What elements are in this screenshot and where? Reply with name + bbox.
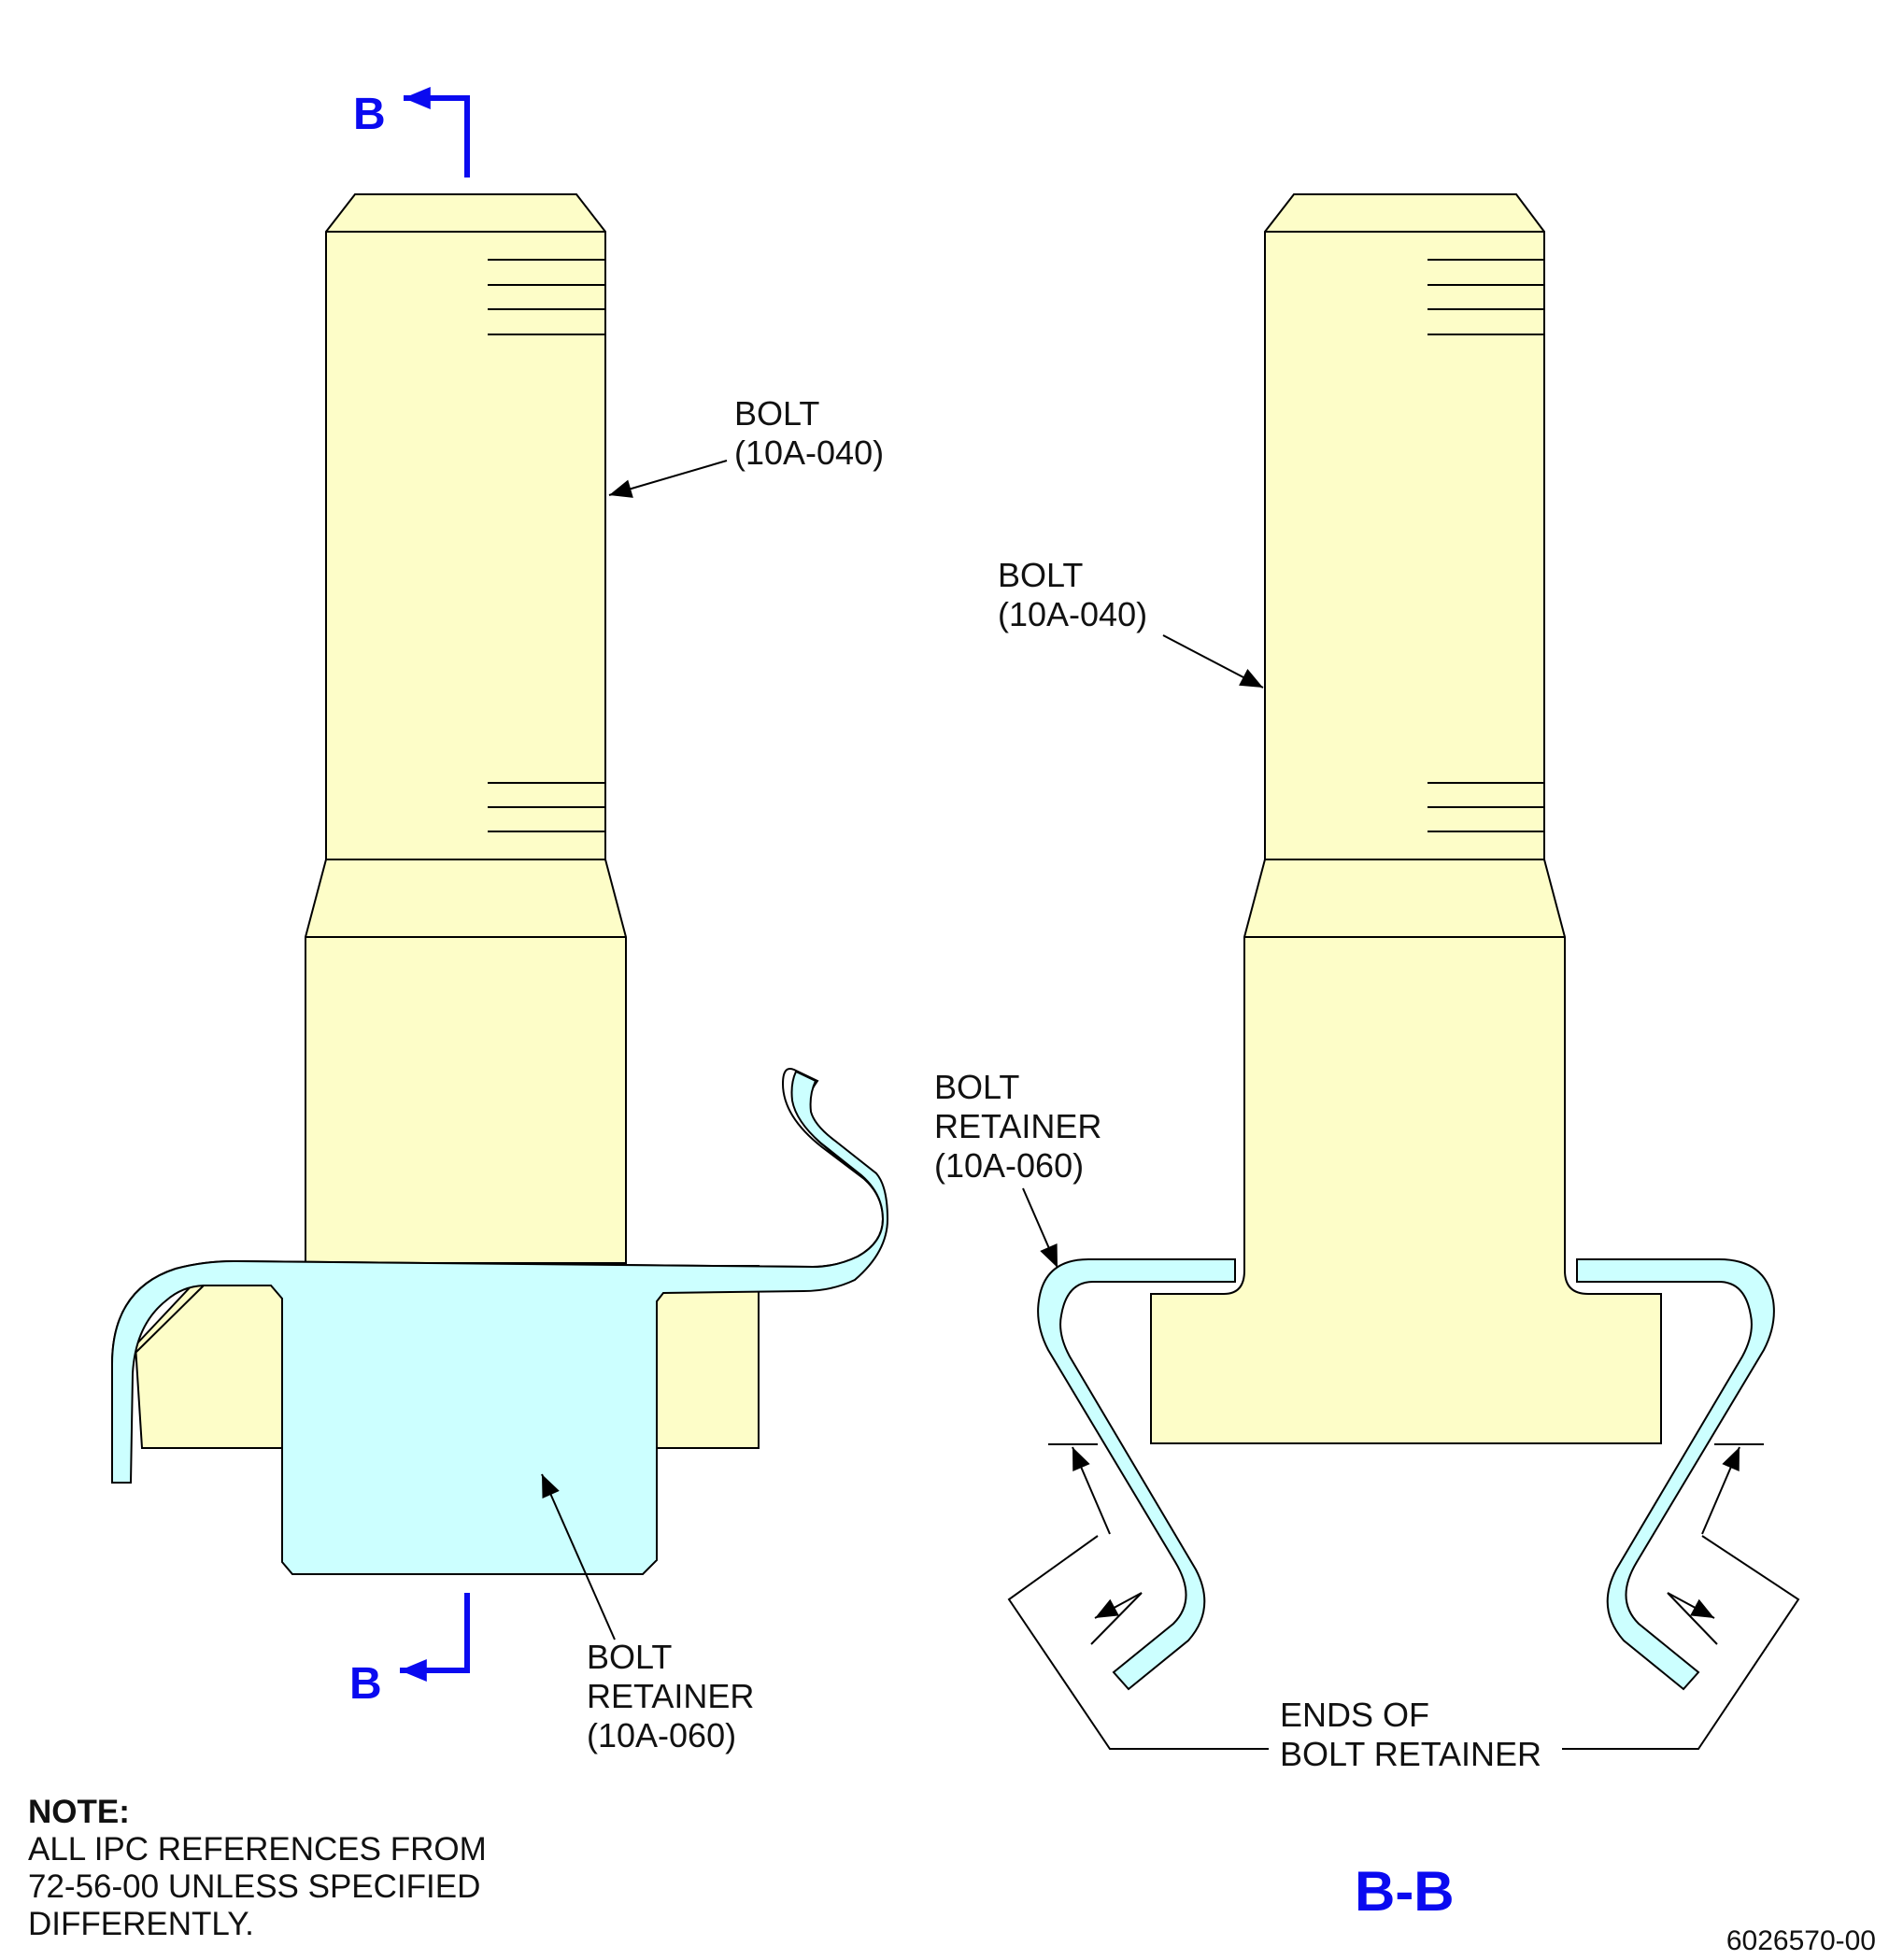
section-marker-top-label: B (353, 90, 386, 139)
left-retainer-spring (111, 1070, 889, 1575)
left-retainer-leader (541, 1473, 616, 1640)
left-retainer-label-line3: (10A-060) (587, 1716, 736, 1754)
section-retainer-label-line3: (10A-060) (934, 1146, 1084, 1185)
section-retainer-right (1576, 1258, 1775, 1691)
left-bolt (305, 193, 627, 1264)
section-title: B-B (1355, 1860, 1455, 1923)
section-marker-bottom-label: B (349, 1659, 382, 1709)
note-line-1: ALL IPC REFERENCES FROM (28, 1831, 487, 1868)
left-bolt-thread-bottom (488, 782, 605, 832)
section-dimension-lines (1007, 1443, 1800, 1750)
section-bolt-leader (1162, 634, 1264, 689)
section-retainer-leader (1022, 1187, 1058, 1269)
section-bolt-label-line1: BOLT (998, 556, 1083, 594)
section-retainer-left (1037, 1258, 1236, 1691)
section-marker-bottom: B (349, 1593, 470, 1709)
note-line-3: DIFFERENTLY. (28, 1906, 254, 1942)
note-line-2: 72-56-00 UNLESS SPECIFIED (28, 1868, 480, 1905)
left-bolt-label-line1: BOLT (734, 394, 819, 433)
section-bolt-thread-top (1427, 259, 1544, 335)
left-retainer-label-line1: BOLT (587, 1638, 672, 1676)
note: NOTE: ALL IPC REFERENCES FROM 72-56-00 U… (28, 1794, 487, 1942)
left-bolt-label-line2: (10A-040) (734, 433, 884, 472)
left-bolt-thread-top (488, 259, 605, 335)
section-view: BOLT (10A-040) BOLT RETAINER (10A-060) E… (934, 193, 1800, 1923)
figure-id: 6026570-00 (1726, 1925, 1876, 1956)
section-retainer-label-line1: BOLT (934, 1068, 1019, 1106)
left-retainer-label-line2: RETAINER (587, 1677, 754, 1715)
left-bolt-leader (608, 460, 728, 498)
left-view: B B BOLT (10A-040) BOLT RETAINER (10A-06… (111, 87, 889, 1754)
section-bolt-thread-bottom (1427, 782, 1544, 832)
section-retainer-label-line2: RETAINER (934, 1107, 1101, 1145)
section-bolt (1150, 193, 1662, 1444)
ends-label-line2: BOLT RETAINER (1280, 1735, 1541, 1773)
section-bolt-label-line2: (10A-040) (998, 595, 1147, 633)
ends-label-line1: ENDS OF (1280, 1696, 1429, 1734)
note-heading: NOTE: (28, 1794, 130, 1830)
section-marker-top: B (353, 87, 470, 178)
